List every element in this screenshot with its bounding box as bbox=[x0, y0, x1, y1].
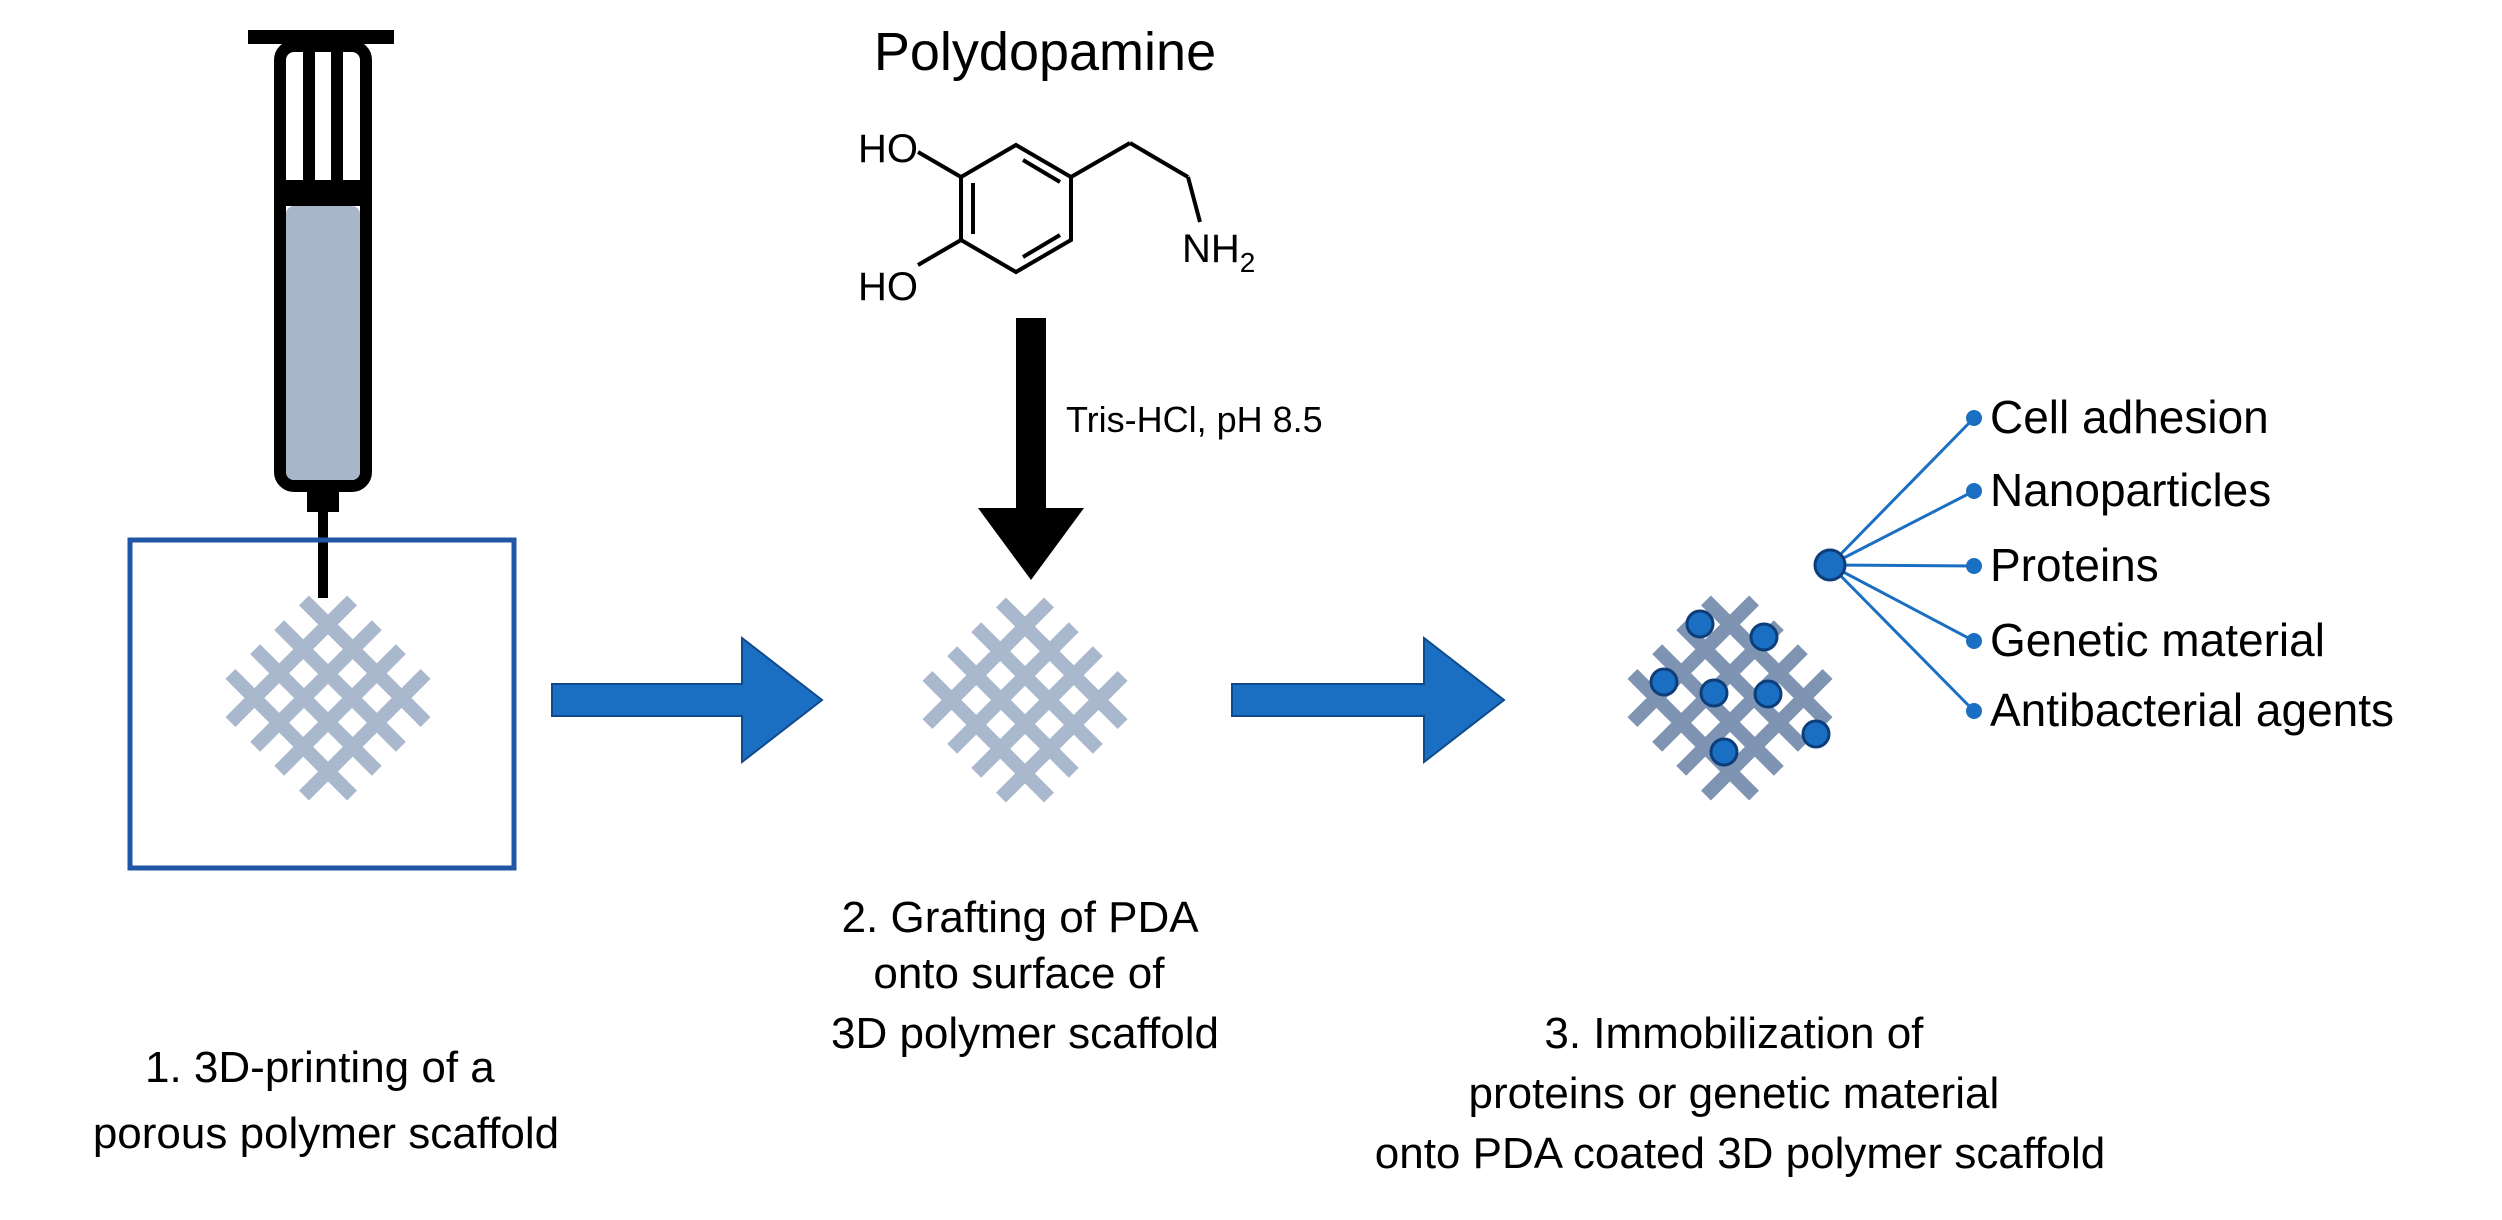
application-label: Cell adhesion bbox=[1990, 391, 2269, 443]
hub-node bbox=[1813, 548, 1847, 582]
printing-frame bbox=[127, 537, 517, 871]
dopamine-structure bbox=[916, 141, 1202, 275]
step2-line: 2. Grafting of PDA bbox=[842, 893, 1200, 942]
application-label: Nanoparticles bbox=[1990, 464, 2271, 516]
scaffold-mesh-2 bbox=[922, 597, 1128, 803]
ho-top-label: HO bbox=[858, 127, 918, 171]
pda-particle bbox=[1753, 679, 1783, 709]
reaction-condition: Tris-HCl, pH 8.5 bbox=[1066, 399, 1323, 440]
step3-caption: 3. Immobilization of proteins or genetic… bbox=[1375, 1009, 2106, 1178]
ho-bottom-label: HO bbox=[858, 265, 918, 309]
process-arrow-2 bbox=[1231, 635, 1506, 765]
connector-line bbox=[1829, 563, 1975, 568]
scaffold-mesh-3 bbox=[1627, 595, 1833, 801]
bullet-dot bbox=[1966, 558, 1982, 574]
scaffold-strut bbox=[299, 669, 431, 801]
step1-line: porous polymer scaffold bbox=[93, 1109, 559, 1158]
pda-particle bbox=[1685, 609, 1715, 639]
connector-line bbox=[1829, 563, 1975, 643]
applications-fan bbox=[1828, 410, 1982, 719]
pda-particle bbox=[1801, 719, 1831, 749]
pda-particle bbox=[1699, 678, 1729, 708]
bullet-dot bbox=[1966, 410, 1982, 426]
step2-line: 3D polymer scaffold bbox=[831, 1009, 1219, 1058]
application-label: Proteins bbox=[1990, 539, 2159, 591]
connector-line bbox=[1828, 416, 1976, 567]
scaffold-mesh-1 bbox=[225, 595, 431, 801]
amine-subscript: 2 bbox=[1240, 247, 1256, 278]
step2-caption: 2. Grafting of PDA onto surface of 3D po… bbox=[831, 893, 1219, 1058]
pda-particle bbox=[1649, 667, 1679, 697]
step1-caption: 1. 3D-printing of a porous polymer scaff… bbox=[93, 1043, 559, 1158]
step3-line: onto PDA coated 3D polymer scaffold bbox=[1375, 1129, 2106, 1178]
connector-line bbox=[1829, 489, 1975, 567]
application-label: Antibacterial agents bbox=[1990, 684, 2394, 736]
connector-line bbox=[1828, 563, 1976, 713]
amine-base: NH bbox=[1182, 227, 1240, 271]
scaffold-strut bbox=[1701, 669, 1833, 801]
application-label: Genetic material bbox=[1990, 614, 2325, 666]
amine-label: NH2 bbox=[1182, 227, 1255, 278]
reaction-arrow bbox=[978, 318, 1084, 580]
syringe-icon bbox=[248, 30, 394, 598]
chemical-name: Polydopamine bbox=[874, 22, 1216, 82]
applications-list: Cell adhesionNanoparticlesProteinsGeneti… bbox=[1990, 391, 2394, 736]
step2-line: onto surface of bbox=[873, 949, 1165, 998]
step1-line: 1. 3D-printing of a bbox=[145, 1043, 495, 1092]
process-arrow-1 bbox=[551, 635, 824, 765]
bullet-dot bbox=[1966, 703, 1982, 719]
step3-line: 3. Immobilization of bbox=[1544, 1009, 1924, 1058]
bullet-dot bbox=[1966, 633, 1982, 649]
step3-line: proteins or genetic material bbox=[1469, 1069, 2000, 1118]
pda-particles bbox=[1649, 609, 1831, 767]
pda-particle bbox=[1749, 622, 1779, 652]
pda-particle bbox=[1709, 737, 1739, 767]
scaffold-strut bbox=[996, 671, 1128, 803]
bullet-dot bbox=[1966, 483, 1982, 499]
